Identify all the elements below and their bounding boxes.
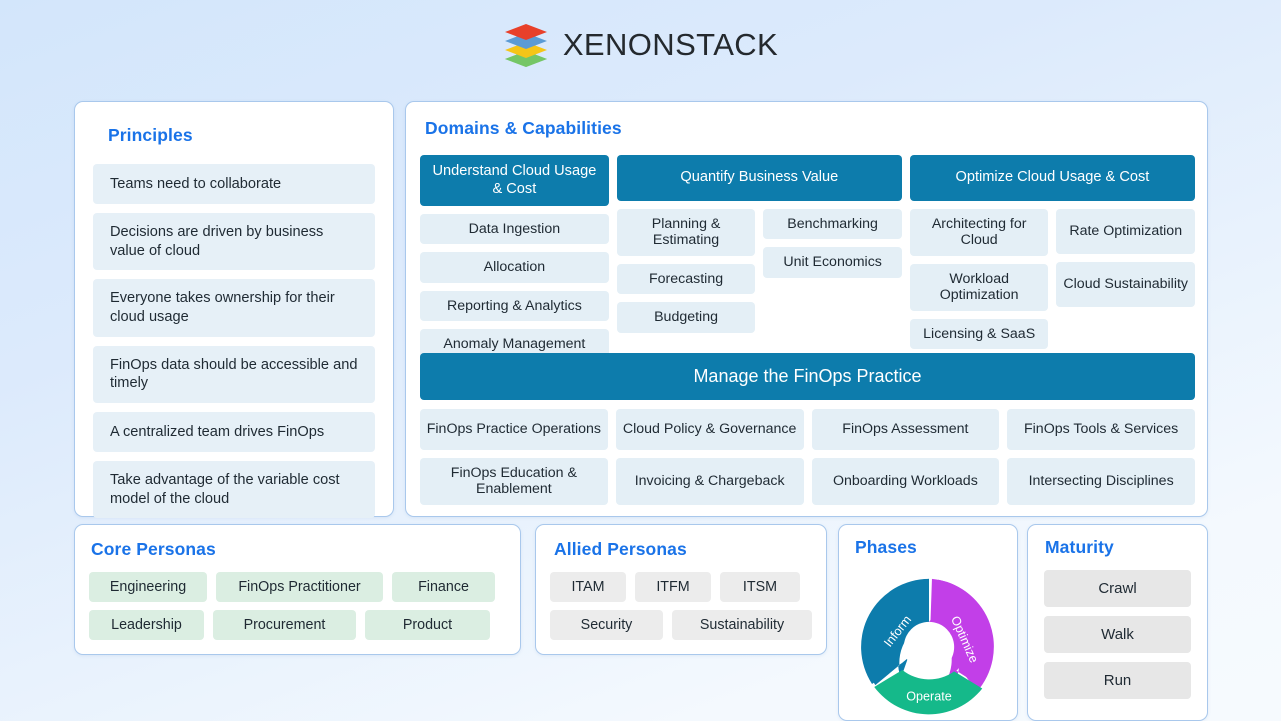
- domain-subcolumn: Benchmarking Unit Economics: [763, 209, 902, 278]
- phases-panel: Phases Inform Optimize Operate: [838, 524, 1018, 721]
- core-personas-panel: Core Personas Engineering FinOps Practit…: [74, 524, 521, 655]
- domains-title: Domains & Capabilities: [425, 118, 622, 138]
- principle-item[interactable]: Everyone takes ownership for their cloud…: [93, 279, 375, 337]
- principle-item[interactable]: Decisions are driven by business value o…: [93, 213, 375, 271]
- persona-chip[interactable]: Leadership: [89, 610, 204, 640]
- persona-chip[interactable]: ITSM: [720, 572, 800, 602]
- domain-header[interactable]: Quantify Business Value: [616, 155, 902, 201]
- chip-row: Engineering FinOps Practitioner Finance: [89, 572, 506, 602]
- allied-personas-panel: Allied Personas ITAM ITFM ITSM Security …: [535, 524, 827, 655]
- manage-chip[interactable]: FinOps Assessment: [811, 409, 1000, 450]
- capability-chip[interactable]: Benchmarking: [763, 209, 902, 240]
- persona-chip[interactable]: Product: [365, 610, 490, 640]
- capability-chip[interactable]: Data Ingestion: [420, 214, 609, 245]
- manage-chip[interactable]: FinOps Education & Enablement: [420, 458, 608, 505]
- domain-column-quantify: Quantify Business Value Planning & Estim…: [616, 155, 902, 333]
- domain-capability-list: Architecting for Cloud Workload Optimiza…: [909, 209, 1195, 350]
- maturity-list: Crawl Walk Run: [1044, 570, 1191, 699]
- phases-title: Phases: [855, 537, 917, 557]
- maturity-panel: Maturity Crawl Walk Run: [1027, 524, 1208, 721]
- capability-chip[interactable]: Cloud Sustainability: [1056, 262, 1195, 307]
- phase-wheel-center: [903, 621, 955, 673]
- core-personas-title: Core Personas: [91, 539, 216, 559]
- domain-subcolumn: Architecting for Cloud Workload Optimiza…: [909, 209, 1049, 350]
- manage-chip[interactable]: FinOps Tools & Services: [1007, 409, 1195, 450]
- manage-finops-practice-block: Manage the FinOps Practice FinOps Practi…: [420, 353, 1195, 505]
- capability-chip[interactable]: Reporting & Analytics: [420, 290, 609, 322]
- maturity-item[interactable]: Run: [1044, 662, 1191, 699]
- manage-practice-grid: FinOps Practice Operations Cloud Policy …: [420, 409, 1195, 505]
- persona-chip[interactable]: Engineering: [89, 572, 207, 602]
- stacked-layers-logo-icon: [504, 24, 547, 67]
- principle-item[interactable]: FinOps data should be accessible and tim…: [93, 345, 375, 404]
- principle-item[interactable]: Teams need to collaborate: [93, 164, 375, 204]
- principle-item[interactable]: A centralized team drives FinOps: [93, 412, 375, 453]
- chip-row: ITAM ITFM ITSM: [550, 572, 812, 602]
- principles-panel: Principles Teams need to collaborate Dec…: [74, 101, 394, 519]
- manage-chip[interactable]: Onboarding Workloads: [811, 458, 1000, 505]
- chip-row: Security Sustainability: [550, 610, 812, 640]
- core-personas-chips: Engineering FinOps Practitioner Finance …: [89, 572, 506, 640]
- capability-chip[interactable]: Forecasting: [616, 263, 756, 295]
- domain-capability-list: Data Ingestion Allocation Reporting & An…: [420, 214, 609, 360]
- persona-chip[interactable]: Finance: [392, 572, 495, 602]
- capability-chip[interactable]: Workload Optimization: [909, 263, 1049, 311]
- principles-title: Principles: [108, 125, 193, 145]
- persona-chip[interactable]: Procurement: [213, 610, 356, 640]
- manage-chip[interactable]: FinOps Practice Operations: [420, 409, 608, 450]
- domains-capabilities-panel: Domains & Capabilities Understand Cloud …: [405, 101, 1208, 517]
- capability-chip[interactable]: Planning & Estimating: [616, 209, 756, 256]
- domain-subcolumn: Rate Optimization Cloud Sustainability: [1056, 209, 1195, 307]
- capability-chip[interactable]: Licensing & SaaS: [909, 318, 1049, 350]
- manage-chip[interactable]: Invoicing & Chargeback: [615, 458, 804, 505]
- principle-item[interactable]: Take advantage of the variable cost mode…: [93, 461, 375, 519]
- persona-chip[interactable]: FinOps Practitioner: [216, 572, 383, 602]
- persona-chip[interactable]: ITFM: [635, 572, 711, 602]
- brand-name: XENONSTACK: [562, 27, 779, 62]
- capability-chip[interactable]: Budgeting: [616, 302, 756, 333]
- domain-header[interactable]: Optimize Cloud Usage & Cost: [909, 155, 1195, 201]
- phase-segment-inform-body[interactable]: [861, 578, 929, 684]
- capability-chip[interactable]: Rate Optimization: [1056, 209, 1195, 254]
- domain-column-understand: Understand Cloud Usage & Cost Data Inges…: [420, 155, 609, 360]
- phases-cycle-diagram: Inform Optimize Operate: [861, 578, 994, 715]
- manage-practice-header[interactable]: Manage the FinOps Practice: [420, 353, 1195, 400]
- maturity-item[interactable]: Walk: [1044, 616, 1191, 653]
- capability-chip[interactable]: Allocation: [420, 252, 609, 283]
- domain-columns: Understand Cloud Usage & Cost Data Inges…: [420, 155, 1195, 360]
- phase-segment-operate[interactable]: [874, 669, 983, 715]
- allied-personas-title: Allied Personas: [554, 539, 687, 559]
- allied-personas-chips: ITAM ITFM ITSM Security Sustainability: [550, 572, 812, 640]
- maturity-title: Maturity: [1045, 537, 1114, 557]
- chip-row: Leadership Procurement Product: [89, 610, 506, 640]
- capability-chip[interactable]: Unit Economics: [763, 247, 902, 278]
- domain-subcolumn: Planning & Estimating Forecasting Budget…: [616, 209, 756, 333]
- domain-capability-list: Planning & Estimating Forecasting Budget…: [616, 209, 902, 333]
- persona-chip[interactable]: ITAM: [550, 572, 626, 602]
- brand-header: XENONSTACK: [0, 0, 1281, 90]
- maturity-item[interactable]: Crawl: [1044, 570, 1191, 607]
- phase-segment-optimize-body[interactable]: [930, 578, 994, 687]
- manage-chip[interactable]: Intersecting Disciplines: [1007, 458, 1195, 505]
- persona-chip[interactable]: Security: [550, 610, 663, 640]
- domain-header[interactable]: Understand Cloud Usage & Cost: [420, 155, 609, 206]
- phase-label-operate: Operate: [906, 689, 951, 703]
- principles-list: Teams need to collaborate Decisions are …: [93, 164, 375, 519]
- persona-chip[interactable]: Sustainability: [672, 610, 812, 640]
- domain-column-optimize: Optimize Cloud Usage & Cost Architecting…: [909, 155, 1195, 350]
- capability-chip[interactable]: Architecting for Cloud: [909, 209, 1049, 256]
- manage-chip[interactable]: Cloud Policy & Governance: [615, 409, 804, 450]
